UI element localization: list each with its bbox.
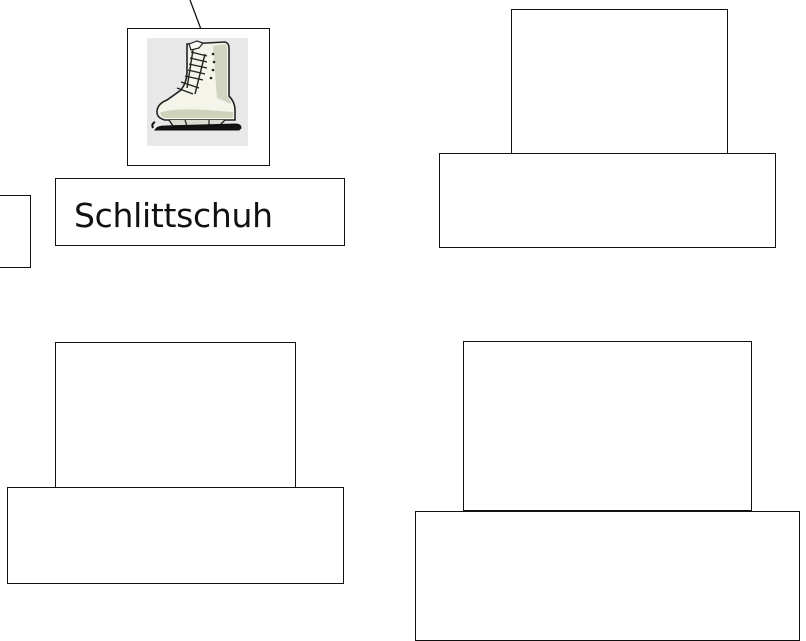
card-3-picture-frame: [55, 342, 296, 488]
card-2-word-box: [439, 153, 776, 248]
card-3-word-box: [7, 487, 344, 584]
card-2-picture-frame: [511, 9, 728, 155]
card-4-picture-frame: [463, 341, 752, 511]
partial-word-box-left: [0, 195, 31, 268]
ice-skate-icon: [147, 38, 248, 146]
card-4-word-box: [415, 511, 800, 641]
card-1-word: Schlittschuh: [74, 196, 273, 236]
